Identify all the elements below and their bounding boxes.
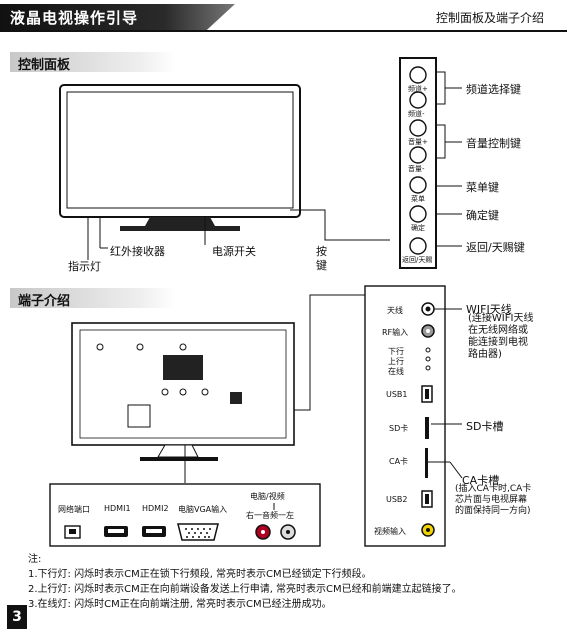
notes: 注: 1.下行灯: 闪烁时表示CM正在锁下行频段, 常亮时表示CM已经锁定下行频… xyxy=(28,552,462,612)
btn-label-menu: 菜单 xyxy=(411,195,425,203)
page-number: 3 xyxy=(7,605,27,629)
btn-label-ch-up: 频道+ xyxy=(408,85,428,93)
port-label-antenna: 天线 xyxy=(387,306,403,315)
btn-label-vol-up: 音量+ xyxy=(408,138,428,146)
note-line: 1.下行灯: 闪烁时表示CM正在锁下行频段, 常亮时表示CM已经锁定下行频段。 xyxy=(28,569,372,580)
callout-ok: 确定键 xyxy=(466,209,499,222)
section-label-terminals: 端子介绍 xyxy=(18,294,71,309)
callout-volume: 音量控制键 xyxy=(466,137,521,150)
header-bar xyxy=(0,4,235,30)
callout-ca-title: CA卡槽 xyxy=(462,474,500,487)
led-label-online: 在线 xyxy=(388,367,404,376)
header-divider xyxy=(0,30,567,32)
port-label-ca: CA卡 xyxy=(389,457,409,466)
callout-sd-slot: SD卡槽 xyxy=(466,420,504,433)
callout-menu: 菜单键 xyxy=(466,181,499,194)
port-label-hdmi2: HDMI2 xyxy=(142,504,169,513)
callout-wifi-desc: (连接WIFI天线 在无线网络或 能连接到电视 路由器) xyxy=(468,313,534,360)
label-ir-receiver: 红外接收器 xyxy=(110,245,165,258)
callout-ca-desc: (插入CA卡时,CA卡 芯片面与电视屏幕 的面保持同一方向) xyxy=(455,484,532,516)
port-label-usb2: USB2 xyxy=(386,495,408,504)
section-label-control: 控制面板 xyxy=(18,58,71,73)
port-label-hdmi1: HDMI1 xyxy=(104,504,131,513)
label-keys: 按 键 xyxy=(316,245,327,272)
btn-label-ok: 确定 xyxy=(411,224,425,232)
port-label-rf-in: RF输入 xyxy=(382,328,409,337)
led-label-down: 下行 xyxy=(388,347,404,356)
port-label-video-in: 视频输入 xyxy=(374,527,406,536)
btn-label-ch-down: 频道- xyxy=(408,110,425,118)
note-line: 3.在线灯: 闪烁时CM正在向前端注册, 常亮时表示CM已经注册成功。 xyxy=(28,599,332,610)
section-bar-control xyxy=(10,52,175,72)
port-label-sd: SD卡 xyxy=(389,424,409,433)
port-label-vga: 电脑VGA输入 xyxy=(178,505,228,514)
note-line: 2.上行灯: 闪烁时表示CM正在向前端设备发送上行申请, 常亮时表示CM已经和前… xyxy=(28,584,462,595)
label-power-switch: 电源开关 xyxy=(212,245,256,258)
led-label-up: 上行 xyxy=(388,357,404,366)
notes-title: 注: xyxy=(28,554,42,565)
btn-label-vol-down: 音量- xyxy=(408,165,425,173)
port-label-usb1: USB1 xyxy=(386,390,408,399)
page-title: 液晶电视操作引导 xyxy=(10,9,139,27)
callout-wifi-title: WIFI天线 xyxy=(466,303,512,316)
btn-label-back: 返回/天赐 xyxy=(402,256,433,264)
port-label-lan: 网络端口 xyxy=(58,505,90,514)
callout-back: 返回/天赐键 xyxy=(466,241,525,254)
label-indicator: 指示灯 xyxy=(68,260,101,273)
port-label-audio-sub: 右一音频一左 xyxy=(246,511,294,520)
callout-channel: 频道选择键 xyxy=(466,83,521,96)
port-label-audio-title: 电脑/视频 xyxy=(250,492,285,501)
section-bar-terminals xyxy=(10,288,175,308)
section-title: 控制面板及端子介绍 xyxy=(436,11,545,25)
